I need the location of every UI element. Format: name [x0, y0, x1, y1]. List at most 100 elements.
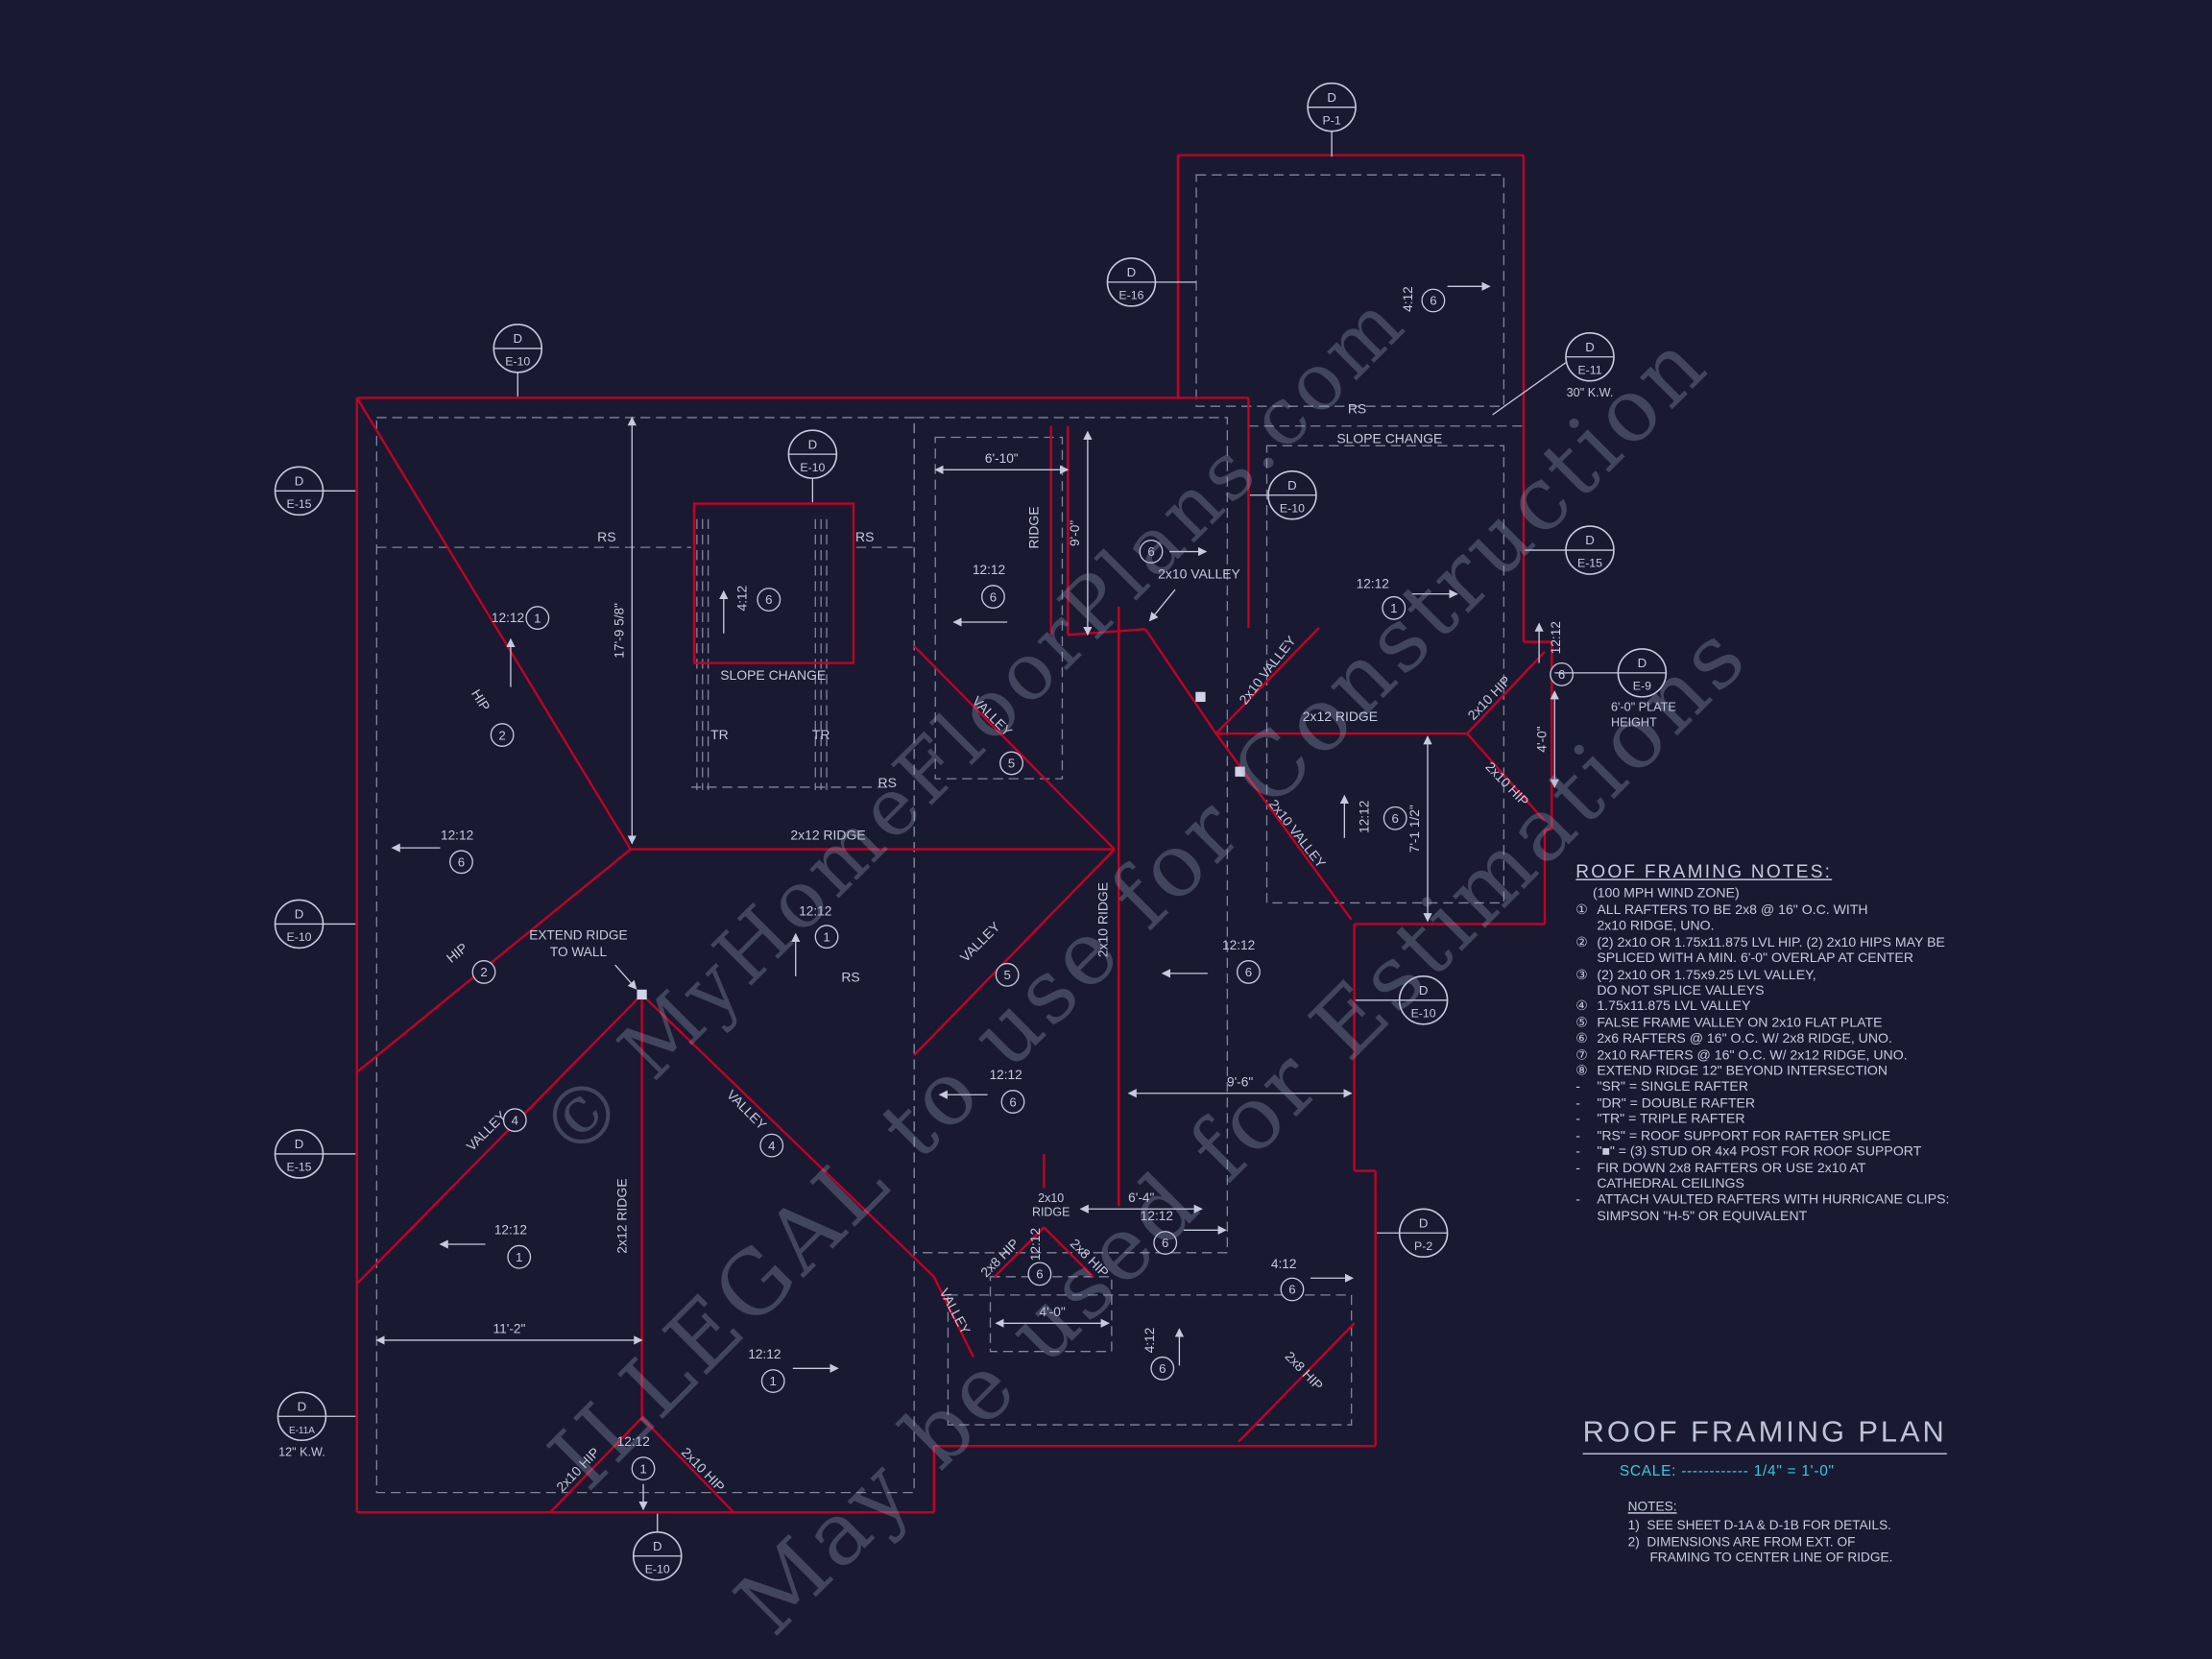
- dimension-label: 6'-10": [985, 451, 1019, 466]
- wall-outline: [989, 1276, 1113, 1353]
- dimension-label: 4'-0": [1040, 1305, 1066, 1319]
- framing-note-text: FALSE FRAME VALLEY ON 2x10 FLAT PLATE: [1597, 1015, 1883, 1031]
- framing-note-bullet: ⑧: [1575, 1064, 1588, 1080]
- dimension-label: 11'-2": [493, 1322, 526, 1336]
- line-label: RS: [1348, 401, 1366, 417]
- keynote-circle: [999, 751, 1023, 776]
- wall-outline: [934, 436, 1064, 780]
- keynote-number: 6: [990, 589, 997, 604]
- framing-note-text: 2x6 RAFTERS @ 16" O.C. W/ 2x8 RIDGE, UNO…: [1597, 1031, 1892, 1047]
- extend-ridge-note: EXTEND RIDGE: [529, 928, 627, 943]
- slope-label: 12:12: [1141, 1209, 1173, 1223]
- keynote-circle: [525, 606, 550, 631]
- keynote-circle: [995, 962, 1020, 987]
- framing-note-item: -"SR" = SINGLE RAFTER: [1575, 1080, 2013, 1096]
- keynote-circle: [471, 959, 496, 984]
- scale-dashes: ------------: [1681, 1462, 1749, 1480]
- extend-ridge-arrow: [614, 964, 637, 990]
- framing-note-bullet: ④: [1575, 998, 1588, 1016]
- scale-label: SCALE:: [1619, 1462, 1677, 1480]
- keynote-circle: [981, 585, 1005, 609]
- framing-note-text: FIR DOWN 2x8 RAFTERS OR USE 2x10 AT CATH…: [1597, 1160, 1866, 1192]
- dimension-label: 7'-1 1/2": [1407, 805, 1422, 853]
- wall-outline: [1265, 445, 1505, 904]
- slope-label: 4:12: [734, 586, 749, 612]
- callout-sheet-number: P-2: [1414, 1239, 1432, 1253]
- sheet-note-line: 2) DIMENSIONS ARE FROM EXT. OF: [1627, 1533, 1856, 1549]
- keynote-number: 6: [1009, 1094, 1016, 1109]
- framing-note-bullet: -: [1575, 1160, 1581, 1176]
- line-label: VALLEY: [724, 1087, 770, 1133]
- keynote-circle: [1139, 540, 1164, 564]
- framing-note-item: ⑥ 2x6 RAFTERS @ 16" O.C. W/ 2x8 RIDGE, UN…: [1575, 1031, 2013, 1047]
- callout-detail-letter: D: [295, 1137, 304, 1151]
- keynote-number: 2: [480, 965, 487, 979]
- callout-detail-letter: D: [1327, 90, 1336, 105]
- callout-detail-letter: D: [1419, 983, 1429, 998]
- keynote-circle: [1550, 661, 1575, 686]
- slope-label: 12:12: [617, 1434, 650, 1449]
- line-label: VALLEY: [957, 919, 1003, 965]
- line-label: RIDGE: [1032, 1206, 1070, 1219]
- wall-outline: [947, 1294, 1353, 1426]
- callout-sheet-number: E-10: [800, 461, 825, 474]
- slope-change-box: [692, 502, 855, 664]
- callout-subtext: 6'-0" PLATE: [1611, 701, 1676, 714]
- keynote-number: 1: [516, 1250, 522, 1264]
- slope-label: 12:12: [1028, 1228, 1043, 1261]
- callout-leader: [1492, 362, 1567, 416]
- callout-subtext: 12" K.W.: [278, 1445, 325, 1458]
- framing-note-bullet: -: [1575, 1128, 1581, 1144]
- line-label: RS: [855, 529, 874, 544]
- keynote-number: 6: [1392, 811, 1399, 826]
- keynote-number: 5: [1008, 757, 1015, 771]
- keynote-number: 6: [1245, 965, 1252, 979]
- callout-subtext: 30" K.W.: [1567, 386, 1614, 399]
- framing-note-bullet: ⑥: [1575, 1031, 1588, 1047]
- line-label: TR: [812, 727, 830, 742]
- callout-sheet-number: E-15: [286, 497, 311, 511]
- callout-subtext: HEIGHT: [1611, 716, 1657, 730]
- callout-sheet-number: E-11A: [289, 1426, 315, 1436]
- keynote-number: 6: [1147, 544, 1154, 559]
- keynote-number: 1: [823, 929, 830, 944]
- keynote-number: 6: [458, 854, 465, 869]
- callout-detail-letter: D: [1638, 656, 1647, 670]
- keynote-number: 2: [498, 728, 505, 742]
- keynote-number: 6: [1162, 1236, 1168, 1250]
- framing-note-text: "TR" = TRIPLE RAFTER: [1597, 1112, 1745, 1128]
- line-label: RIDGE: [1025, 506, 1041, 548]
- slope-label: 12:12: [494, 1223, 527, 1238]
- line-label: SLOPE CHANGE: [1336, 430, 1442, 445]
- callout-detail-letter: D: [295, 473, 304, 488]
- line-label: 2x12 RIDGE: [613, 1178, 629, 1253]
- callout-detail-letter: D: [1127, 265, 1137, 279]
- callout-detail-letter: D: [1585, 340, 1595, 354]
- keynote-circle: [1280, 1277, 1305, 1302]
- slope-label: 12:12: [1549, 621, 1563, 654]
- extend-ridge-note: TO WALL: [550, 945, 608, 959]
- callout-sheet-number: E-10: [286, 930, 311, 944]
- keynote-circle: [1382, 595, 1407, 620]
- keynote-number: 6: [765, 592, 772, 607]
- line-label: 2x8 HIP: [977, 1236, 1022, 1280]
- framing-note-bullet: -: [1575, 1095, 1581, 1112]
- title-block: ROOF FRAMING PLAN SCALE: ------------ 1/…: [1582, 1416, 1947, 1566]
- dimension-label: 17'-9 5/8": [612, 603, 626, 659]
- line-label: 2x10 HIP: [679, 1444, 728, 1494]
- keynote-circle: [757, 588, 781, 612]
- keynote-number: 1: [534, 611, 541, 625]
- slope-label: 12:12: [1357, 577, 1389, 591]
- slope-label: 12:12: [1222, 938, 1255, 952]
- line-label: RS: [878, 775, 897, 790]
- line-label: VALLEY: [937, 1286, 974, 1336]
- callout-sheet-number: E-15: [1577, 557, 1602, 570]
- framing-note-bullet: ②: [1575, 934, 1588, 951]
- slope-label: 12:12: [492, 611, 524, 625]
- sheet-note-line: 1) SEE SHEET D-1A & D-1B FOR DETAILS.: [1627, 1518, 1891, 1532]
- line-label: 2x10 RIDGE: [1094, 882, 1110, 957]
